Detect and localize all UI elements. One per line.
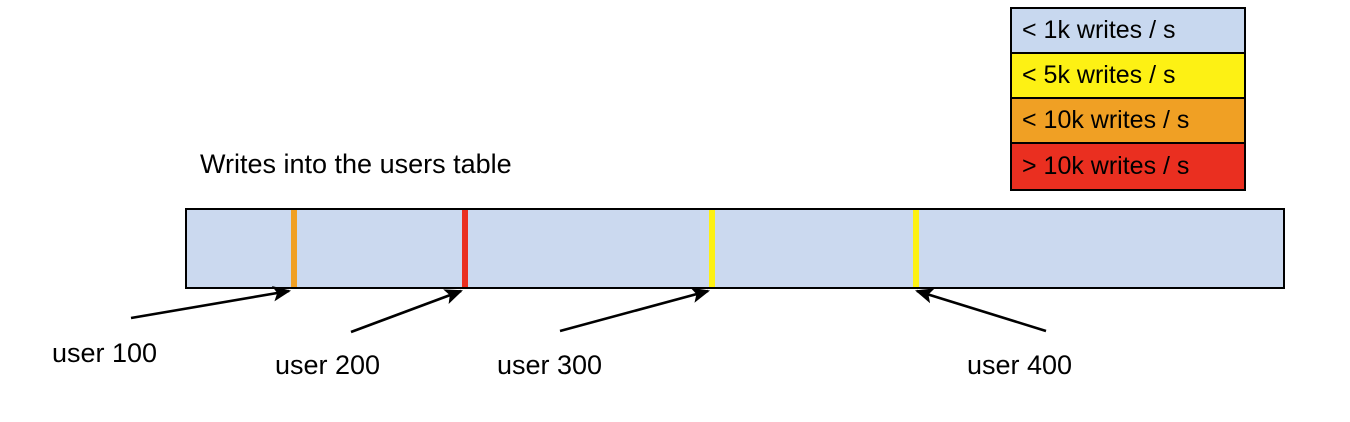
legend-item-lt-5k: < 5k writes / s	[1012, 54, 1244, 99]
annotation-label-user-400: user 400	[967, 350, 1073, 380]
legend-item-label: < 10k writes / s	[1022, 106, 1190, 134]
users-table-bar	[185, 208, 1285, 289]
legend-item-lt-1k: < 1k writes / s	[1012, 9, 1244, 54]
legend-item-lt-10k: < 10k writes / s	[1012, 99, 1244, 144]
chart-title: Writes into the users table	[200, 149, 512, 179]
legend-item-gt-10k: > 10k writes / s	[1012, 144, 1244, 189]
arrow-user-100	[130, 286, 292, 320]
annotation-label-user-100: user 100	[52, 338, 158, 368]
legend-item-label: < 1k writes / s	[1022, 16, 1176, 44]
arrow-user-400	[915, 288, 1047, 333]
arrow-user-200	[350, 289, 463, 334]
annotation-label-user-200: user 200	[275, 350, 381, 380]
hotspot-stripe-user-100	[291, 210, 297, 287]
hotspot-stripe-user-400	[913, 210, 919, 287]
annotation-label-user-300: user 300	[497, 350, 603, 380]
legend: < 1k writes / s < 5k writes / s < 10k wr…	[1010, 7, 1246, 191]
arrow-user-300	[559, 287, 711, 333]
hotspot-stripe-user-200	[462, 210, 468, 287]
legend-item-label: > 10k writes / s	[1022, 152, 1190, 180]
legend-item-label: < 5k writes / s	[1022, 61, 1176, 89]
hotspot-stripe-user-300	[709, 210, 715, 287]
